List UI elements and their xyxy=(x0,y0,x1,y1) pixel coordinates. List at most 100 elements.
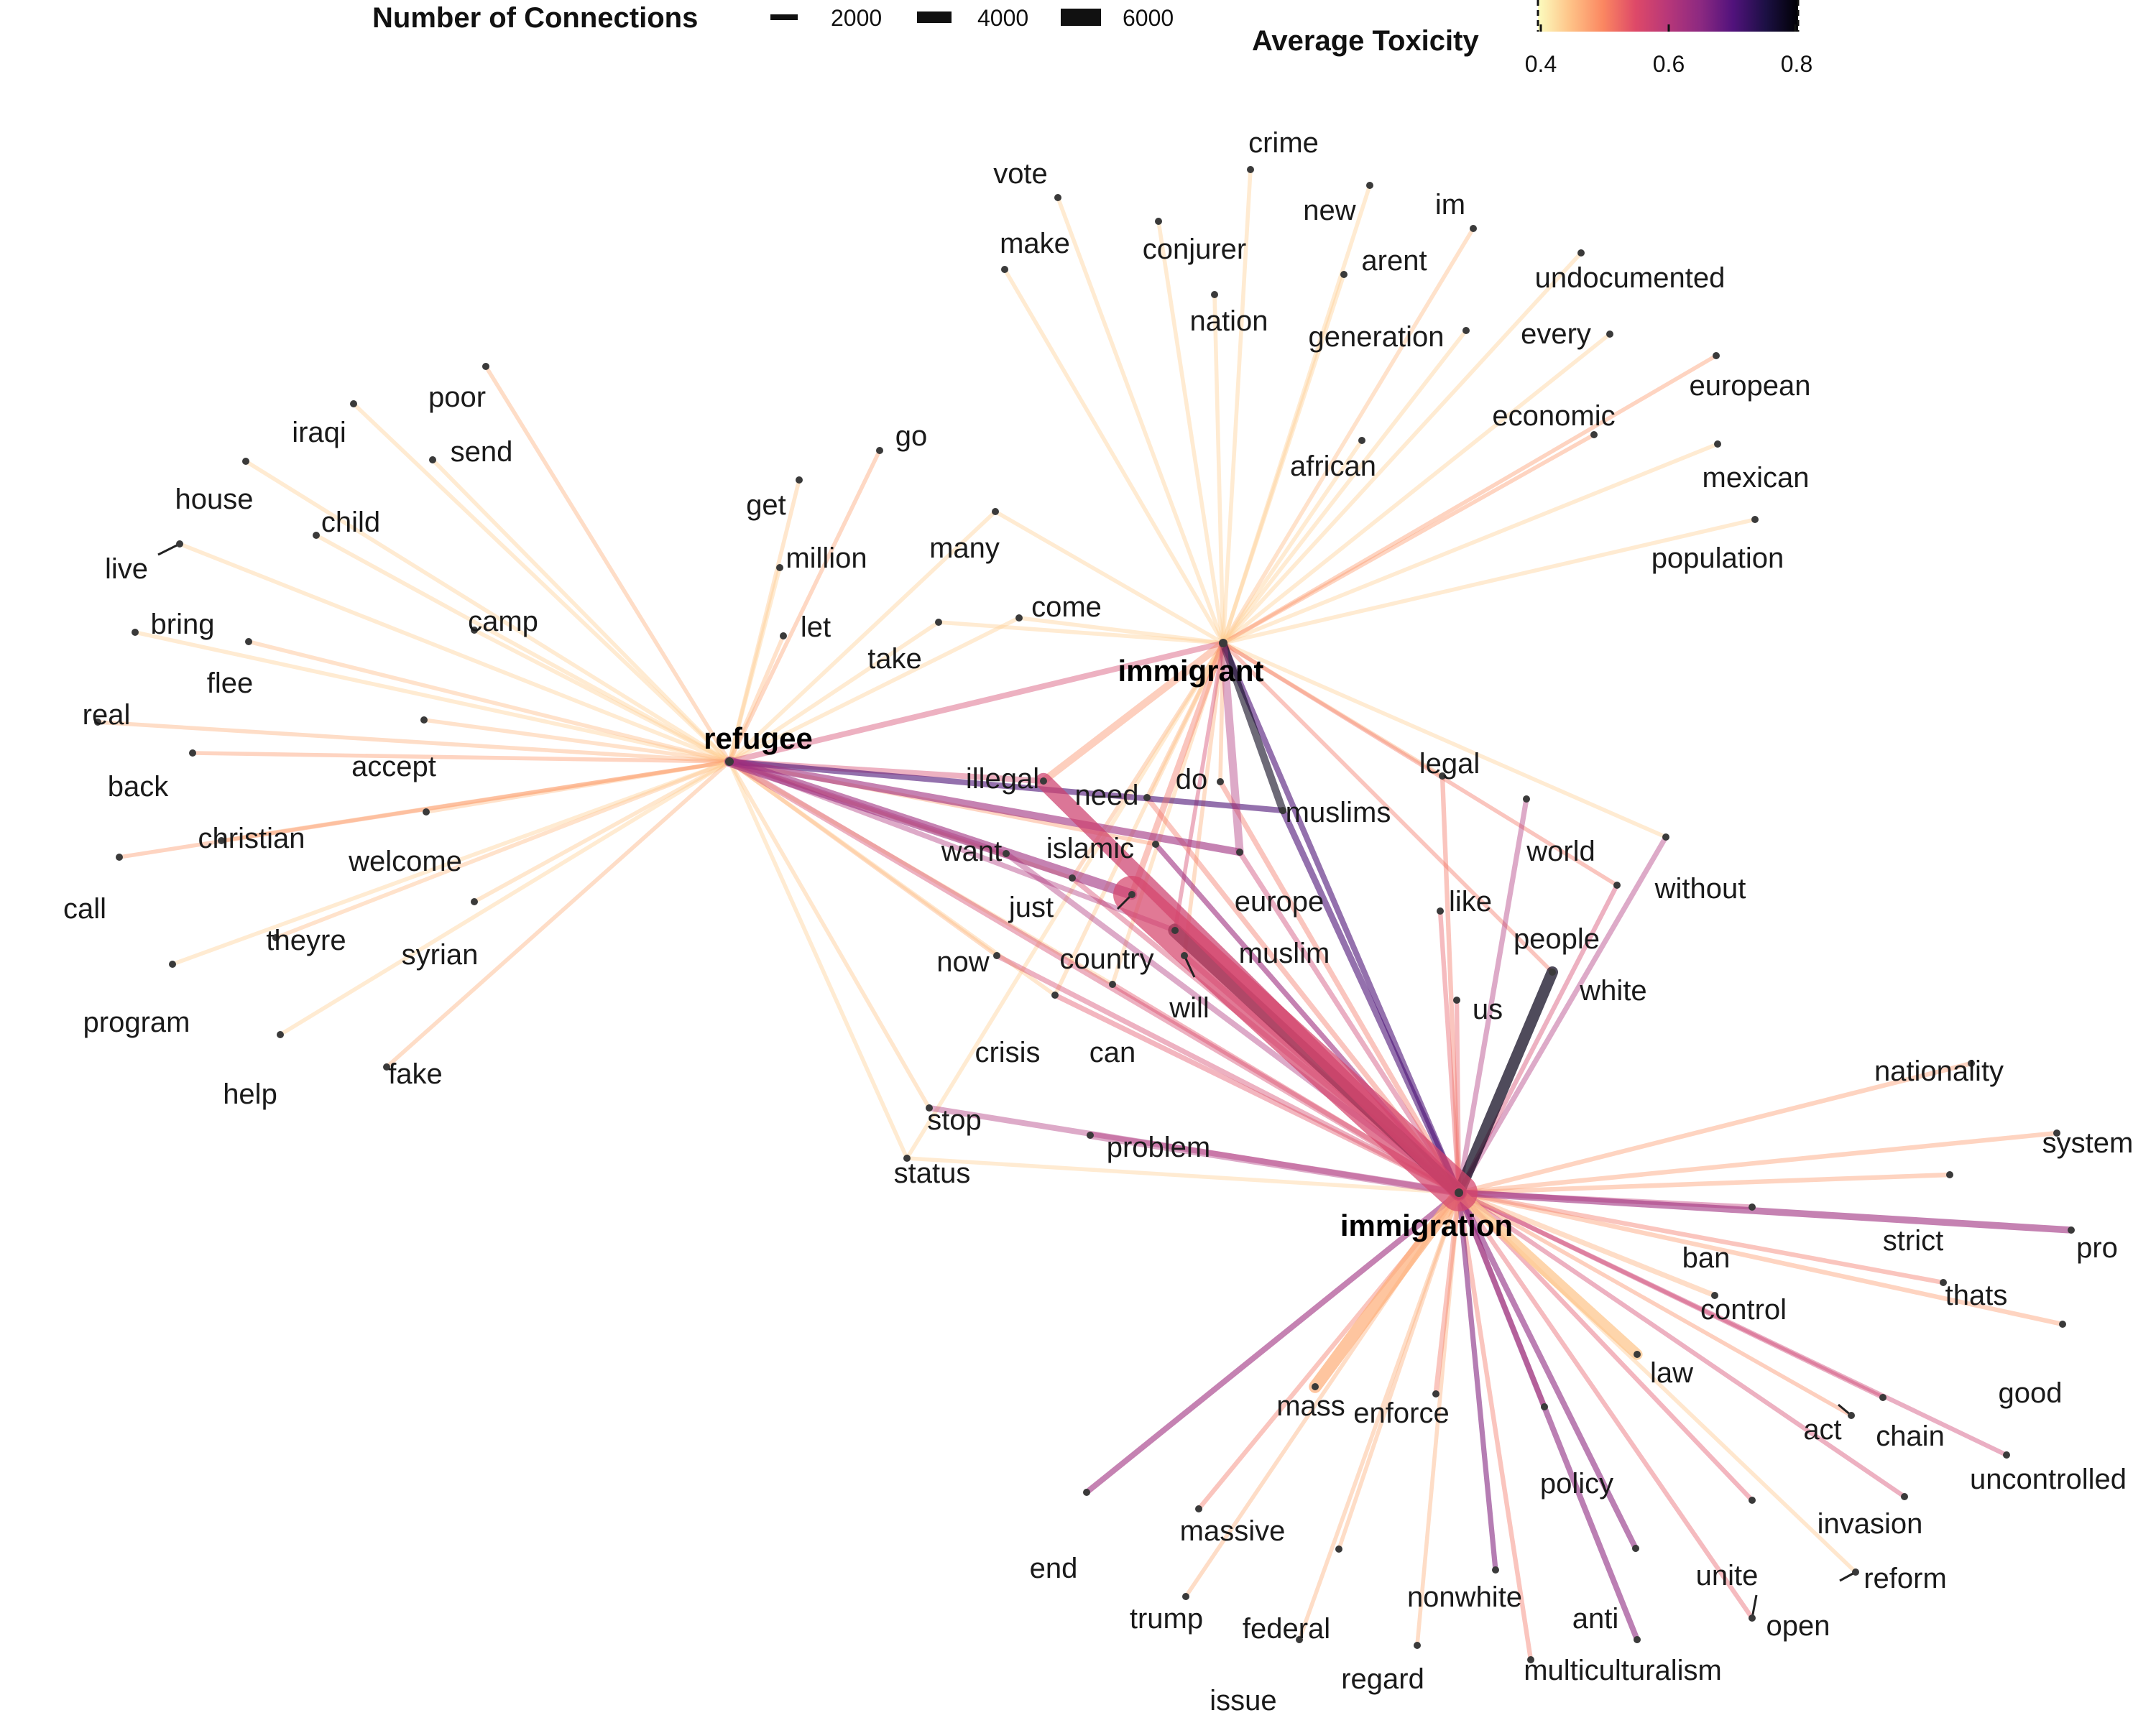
node-invasion xyxy=(1901,1493,1908,1500)
edge-refugee-go xyxy=(727,448,882,764)
label-muslim: muslim xyxy=(1239,938,1330,969)
edge-immigrant-take xyxy=(936,620,1225,645)
node-us xyxy=(1453,997,1460,1004)
edge-refugee-can xyxy=(727,759,1115,987)
label-call: call xyxy=(63,893,106,925)
node-real xyxy=(94,719,101,726)
node-chain xyxy=(1879,1394,1886,1401)
label-flee: flee xyxy=(207,667,254,699)
node-need xyxy=(1143,794,1151,801)
label-immigrant: immigrant xyxy=(1118,654,1263,688)
edge-immigration-good xyxy=(1456,1190,2065,1327)
label-can: can xyxy=(1089,1037,1136,1068)
node-people xyxy=(1613,882,1621,889)
edge-immigrant-europe xyxy=(1219,639,1244,856)
label-im: im xyxy=(1435,189,1465,221)
label-want: want xyxy=(941,836,1003,867)
node-regard xyxy=(1414,1642,1421,1649)
node-want xyxy=(1003,850,1010,857)
node-issue xyxy=(1296,1636,1303,1643)
edge-refugee-syrian xyxy=(472,759,732,904)
label-crime: crime xyxy=(1248,127,1319,159)
label-thats: thats xyxy=(1945,1280,2008,1311)
label-unite: unite xyxy=(1696,1560,1759,1591)
label-program: program xyxy=(83,1007,190,1038)
node-naturalization xyxy=(1527,1656,1534,1663)
label-crisis: crisis xyxy=(975,1037,1040,1068)
edge-refugee-bring xyxy=(133,630,732,764)
label-islamic: islamic xyxy=(1046,833,1134,864)
label-strict: strict xyxy=(1883,1225,1943,1257)
edge-immigration-end xyxy=(1084,1190,1462,1495)
node-immigration xyxy=(1455,1188,1463,1197)
label-illegal: illegal xyxy=(966,763,1039,795)
edge-refugee-many xyxy=(727,509,998,764)
label-uncontrolled: uncontrolled xyxy=(1970,1464,2127,1495)
node-christian xyxy=(218,837,225,844)
label-issue: issue xyxy=(1210,1685,1276,1717)
edge-refugee-accept xyxy=(422,718,732,764)
label-problem: problem xyxy=(1107,1132,1211,1163)
node-arent xyxy=(1340,271,1348,278)
edge-refugee-muslims xyxy=(727,759,1286,813)
edge-immigrant-status xyxy=(905,641,1225,1160)
color-legend: Average Toxicity 0.4 0.6 0.8 xyxy=(1252,0,1812,77)
node-good xyxy=(2059,1321,2066,1328)
node-enforce xyxy=(1432,1390,1439,1397)
edge-immigrant-african xyxy=(1221,438,1364,645)
label-ban: ban xyxy=(1682,1242,1731,1274)
edge-immigration-country xyxy=(1113,876,1478,1211)
edge-immigrant-every xyxy=(1221,332,1612,645)
label-like: like xyxy=(1449,886,1492,918)
label-poor: poor xyxy=(428,382,486,413)
edge-refugee-back xyxy=(190,751,732,764)
label-theyre: theyre xyxy=(266,925,346,956)
node-mass xyxy=(1312,1383,1319,1390)
node-million xyxy=(776,564,783,571)
edge-refugee-real xyxy=(96,720,732,764)
edge-immigration-system xyxy=(1456,1130,2060,1196)
label-accept: accept xyxy=(351,751,436,782)
edge-immigration-uncontrolled xyxy=(1456,1190,2009,1458)
node-economic xyxy=(1590,431,1598,438)
edge-immigrant-illegal xyxy=(1039,639,1227,785)
edge-immigrant-do xyxy=(1218,641,1225,784)
label-help: help xyxy=(223,1078,277,1110)
edge-immigrant-arent xyxy=(1221,272,1346,645)
edge-immigration-do xyxy=(1217,779,1462,1196)
edge-immigrant-im xyxy=(1221,226,1475,645)
label-will: will xyxy=(1169,992,1210,1024)
label-trump: trump xyxy=(1130,1603,1203,1635)
label-good: good xyxy=(1999,1377,2063,1409)
node-back xyxy=(189,749,196,757)
edge-refugee-status xyxy=(727,759,909,1160)
edge-refugee-christian xyxy=(219,759,732,843)
edge-refugee-theyre xyxy=(274,759,732,940)
edge-immigrant-white xyxy=(1221,641,1554,974)
edge-immigrant-many xyxy=(993,509,1225,645)
width-legend-label-2000: 2000 xyxy=(831,5,882,31)
edge-immigrant-make xyxy=(1003,267,1225,645)
label-people: people xyxy=(1514,923,1600,955)
node-conjurer xyxy=(1155,218,1162,225)
edge-immigrant-conjurer xyxy=(1156,219,1225,645)
edge-refugee-program xyxy=(170,759,732,966)
edge-immigrant-will xyxy=(1182,641,1225,958)
node-theyre xyxy=(272,934,280,941)
label-refugee: refugee xyxy=(704,721,813,755)
edge-immigrant-people xyxy=(1221,641,1619,887)
edge-immigrant-population xyxy=(1221,517,1757,645)
label-go: go xyxy=(895,420,928,452)
label-world: world xyxy=(1526,836,1595,867)
edge-immigration-law xyxy=(1453,1187,1643,1360)
label-just: just xyxy=(1008,892,1054,923)
node-get xyxy=(796,476,803,484)
label-let: let xyxy=(801,611,831,643)
edge-refugee-get xyxy=(727,478,801,764)
node-ban xyxy=(1749,1203,1756,1211)
label-undocumented: undocumented xyxy=(1535,262,1726,294)
node-help xyxy=(277,1031,284,1038)
label-house: house xyxy=(175,484,254,515)
label-new: new xyxy=(1303,195,1355,226)
connector-will xyxy=(1183,955,1196,978)
